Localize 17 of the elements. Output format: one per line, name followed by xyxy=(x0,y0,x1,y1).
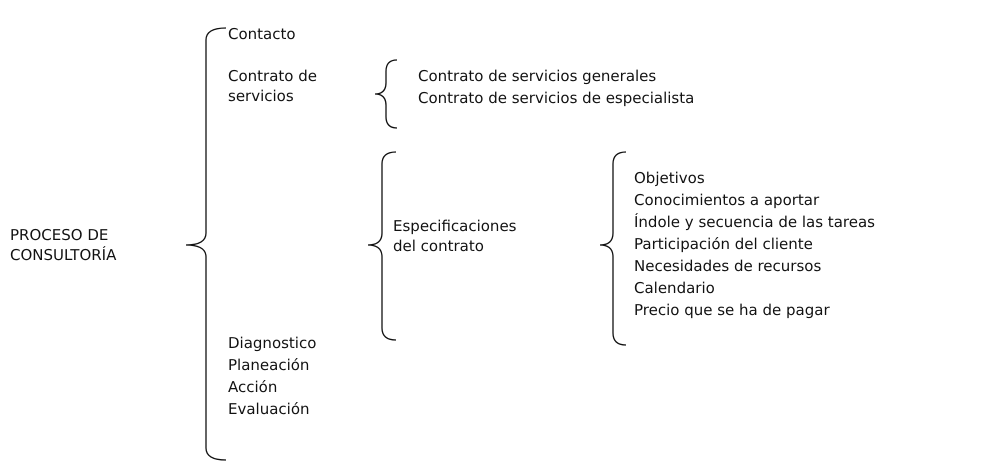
label-text: Objetivos xyxy=(634,168,706,188)
label-text: Contacto xyxy=(228,24,297,44)
label-text: Contrato de servicios generales xyxy=(418,66,658,86)
label-text: Conocimientos a aportar xyxy=(634,190,820,210)
label-text: Especificaciones del contrato xyxy=(393,216,518,256)
label-text: Precio que se ha de pagar xyxy=(634,300,831,320)
label-text: Contrato de servicios xyxy=(228,66,318,106)
label-text: Contrato de servicios de especialista xyxy=(418,88,696,108)
label-text: Diagnostico xyxy=(228,333,318,353)
label-text: Evaluación xyxy=(228,399,311,419)
label-text: Calendario xyxy=(634,278,716,298)
label-text: Acción xyxy=(228,377,278,397)
label-text: Participación del cliente xyxy=(634,234,814,254)
label-text: Índole y secuencia de las tareas xyxy=(634,212,876,232)
label-text: PROCESO DE CONSULTORÍA xyxy=(10,225,118,265)
label-text: Necesidades de recursos xyxy=(634,256,822,276)
label-text: Planeación xyxy=(228,355,310,375)
